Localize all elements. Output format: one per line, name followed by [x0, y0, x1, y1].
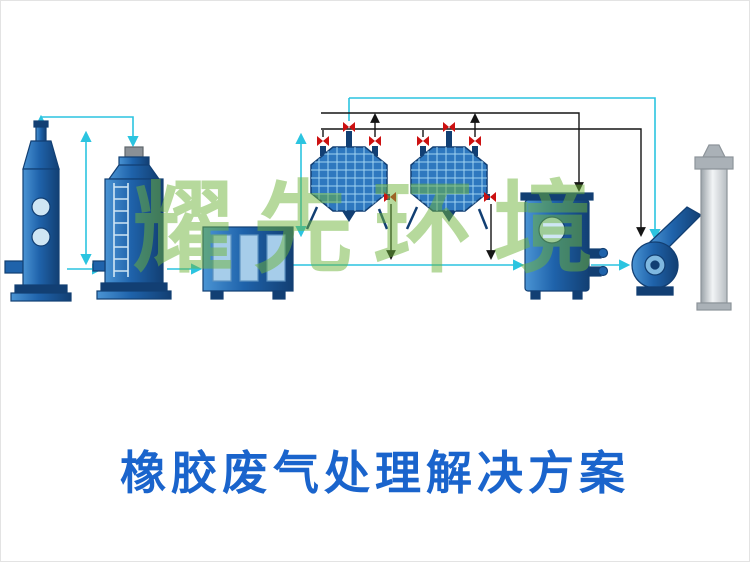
drum-valves	[317, 122, 396, 202]
drum-right-stem	[372, 146, 378, 156]
chimney-cap	[694, 156, 734, 170]
spray-tower-top-cap	[33, 120, 49, 128]
black-pipe-lines	[321, 112, 646, 260]
tank-port-2-flange	[597, 265, 609, 277]
uv-box-panel-1	[212, 234, 232, 282]
fan-hub	[650, 260, 660, 270]
spray-tower	[4, 120, 72, 302]
adsorption-drum-2	[407, 122, 496, 229]
drum-grid	[311, 147, 387, 211]
drum-shell	[310, 146, 388, 212]
tank-leg-left	[530, 290, 541, 300]
uv-box-leg-left	[210, 290, 224, 300]
uv-photolysis-box	[202, 226, 294, 300]
drum-legs	[305, 206, 389, 230]
adsorption-drum-1	[305, 122, 396, 230]
uv-box-panel-3	[266, 234, 286, 282]
tank-body	[524, 199, 590, 292]
packed-tower	[92, 146, 172, 300]
drum-bottom-cone	[342, 211, 356, 222]
spray-tower-base	[10, 292, 72, 302]
drum-left-stem	[320, 146, 326, 156]
packed-tower-shoulder	[107, 164, 161, 180]
uv-box-panel-2	[239, 234, 259, 282]
pipe-manifold-upper	[321, 112, 584, 192]
drum-top-stem	[346, 131, 352, 148]
spray-tower-window-2	[31, 227, 51, 247]
packed-tower-flange	[100, 282, 168, 292]
tank-top-rim	[520, 192, 594, 201]
centrifugal-fan	[631, 206, 703, 296]
tank-leg-right	[572, 290, 583, 300]
duct-top-recycle	[349, 97, 661, 241]
chimney-cap-top	[702, 144, 726, 158]
tank-window	[538, 216, 566, 244]
spray-tower-window-1	[31, 197, 51, 217]
sealed-tank	[520, 192, 609, 300]
packed-tower-base	[96, 290, 172, 300]
spray-tower-cone	[22, 140, 60, 170]
fan-base	[636, 286, 674, 296]
chimney-base	[696, 302, 732, 311]
packed-tower-ladder	[113, 183, 129, 277]
tank-port-1-flange	[597, 247, 609, 259]
cyan-duct-lines	[35, 97, 661, 275]
chimney-stack	[694, 144, 734, 311]
chimney-body	[700, 168, 728, 304]
spray-tower-side-port	[4, 260, 26, 274]
uv-box-leg-right	[272, 290, 286, 300]
packed-tower-top-cap	[124, 146, 144, 158]
pipe-manifold-lower	[321, 128, 646, 237]
packed-tower-side-port	[92, 260, 106, 272]
page-title: 橡胶废气处理解决方案	[120, 446, 630, 500]
duct-tower1-to-tower2-top	[41, 116, 139, 148]
